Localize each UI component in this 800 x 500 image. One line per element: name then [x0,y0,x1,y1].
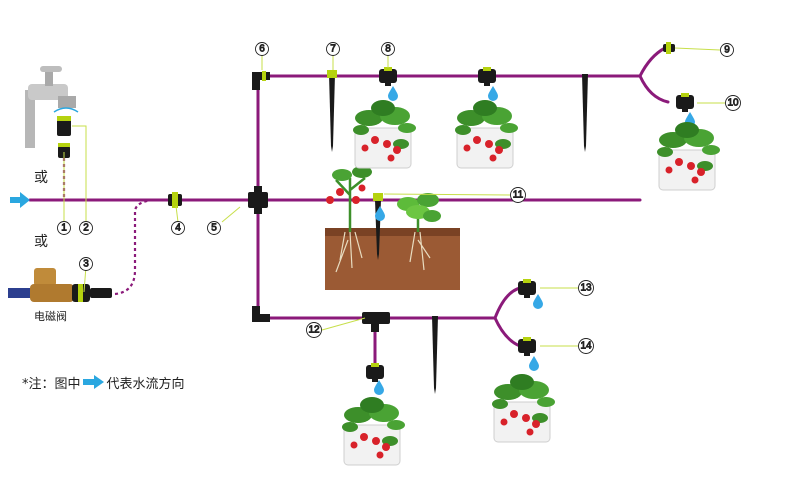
footnote-suffix: 代表水流方向 [106,376,185,392]
strawberry-pot [491,373,556,443]
svg-text:14: 14 [580,341,592,352]
drip-stake-bottom [432,316,438,394]
dripper-13 [518,279,536,298]
svg-text:9: 9 [724,45,730,56]
dripper-bottom [366,363,384,382]
drip-stake-right [582,74,588,152]
callout-8: 8 [381,42,395,56]
svg-text:1: 1 [61,223,67,234]
footnote-prefix: *注：图中 [22,376,81,392]
callout-markers: 1 2 3 4 5 6 7 8 9 10 11 12 13 14 [57,42,741,354]
svg-text:7: 7 [330,44,336,55]
water-drop [388,86,398,101]
callout-leaders [63,47,725,347]
callout-3: 3 [79,257,93,271]
svg-text:10: 10 [727,98,739,109]
tee-connector-12 [362,312,390,332]
or-label-bottom: 或 [34,234,48,250]
bottom-split-lower [493,316,522,348]
or-label-top: 或 [34,170,48,186]
water-drop [533,294,543,309]
faucet-icon [25,66,79,148]
svg-text:4: 4 [175,223,181,234]
svg-text:2: 2 [83,223,89,234]
strawberry-pot [454,99,519,169]
dashed-feed-lines [62,158,159,296]
elbow-connector-6 [252,71,270,90]
tomato-plant [326,166,372,232]
callout-9: 9 [720,43,734,57]
strawberry-pot [352,99,417,169]
dripper-mid [478,67,496,86]
callout-4: 4 [171,221,185,235]
dripper-8 [379,67,397,86]
valve-feed-line [114,198,159,296]
bottom-split-upper [493,286,522,320]
callout-13: 13 [578,280,594,296]
callout-10: 10 [725,95,741,111]
svg-text:6: 6 [259,44,265,55]
water-direction-arrow [10,192,30,208]
strawberry-pot [341,396,406,466]
svg-text:13: 13 [580,283,592,294]
footnote: *注：图中 代表水流方向 [22,372,185,392]
dripper-14 [518,337,536,356]
valve-caption: 电磁阀 [34,309,67,323]
strawberry-pot [656,121,721,191]
callout-7: 7 [326,42,340,56]
callout-2: 2 [79,221,93,235]
svg-text:11: 11 [513,190,524,201]
soil-bed [325,228,460,290]
inline-connector-4 [168,192,182,208]
callout-14: 14 [578,338,594,354]
top-split-upper [638,46,667,78]
dripper-10 [676,93,694,112]
callout-5: 5 [207,221,221,235]
flow-arrow-icon [82,375,104,389]
callout-12: 12 [306,322,322,338]
drip-stake-7 [327,70,337,152]
water-drop [529,356,539,371]
water-drop [488,86,498,101]
faucet-adapter-icon [57,116,71,136]
callout-1: 1 [57,221,71,235]
callout-6: 6 [255,42,269,56]
water-drop [374,380,384,395]
solenoid-valve-icon [8,268,112,302]
svg-text:12: 12 [308,325,320,336]
end-plug-9 [663,42,675,54]
svg-text:8: 8 [385,44,391,55]
cross-connector-5 [248,186,268,214]
callout-11: 11 [510,187,526,203]
svg-text:3: 3 [83,259,89,270]
elbow-connector-bottom [252,306,270,322]
top-split-lower [638,74,670,104]
svg-text:5: 5 [211,223,217,234]
herb-plant [397,193,441,232]
